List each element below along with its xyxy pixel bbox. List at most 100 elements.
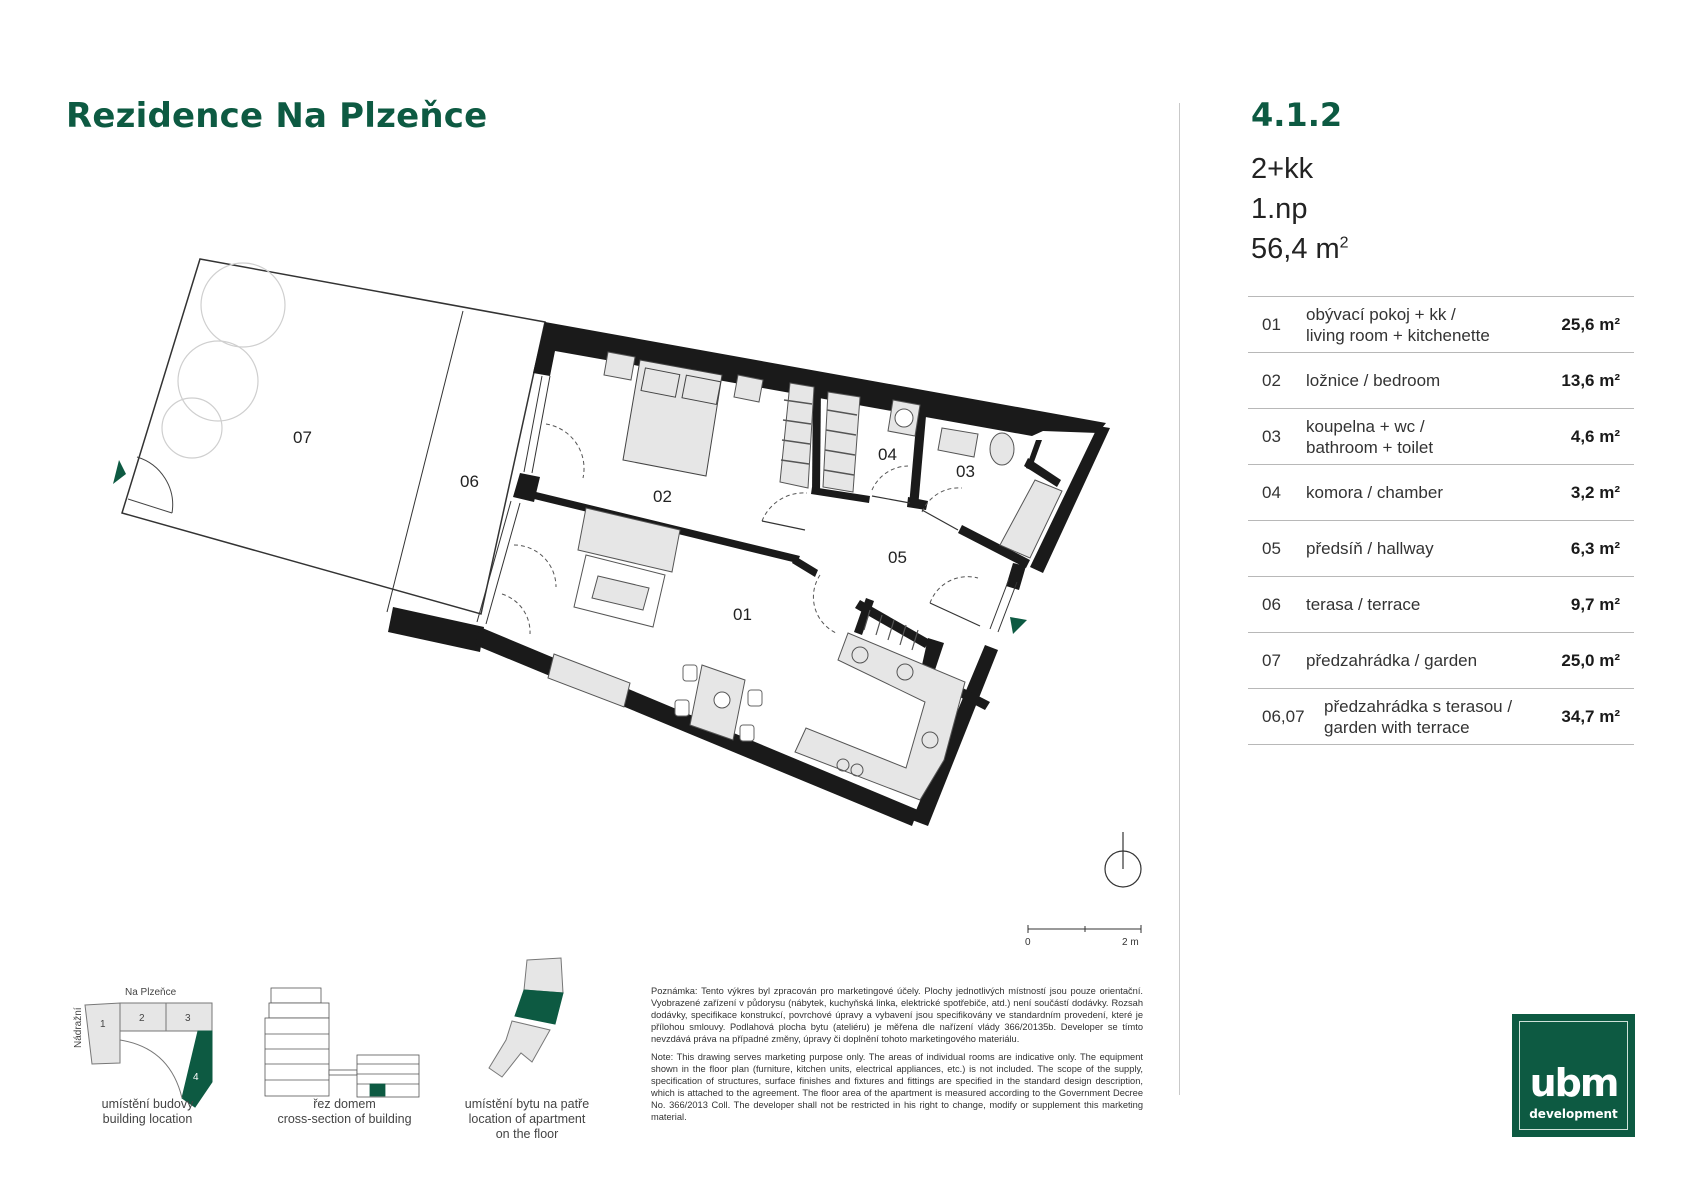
room-row-06: 06 terasa / terrace 9,7 m² [1248, 576, 1634, 632]
rug [573, 554, 666, 628]
room-row-06-07: 06,07 předzahrádka s terasou /garden wit… [1248, 688, 1634, 745]
nightstand [603, 351, 764, 403]
door-swing [501, 423, 979, 635]
scale-bar [1027, 925, 1142, 933]
block-label: 1 [100, 1019, 106, 1030]
room-table: 01 obývací pokoj + kk /living room + kit… [1248, 296, 1634, 745]
room-name: koupelna + wc /bathroom + toilet [1306, 416, 1525, 458]
room-name: terasa / terrace [1306, 595, 1421, 614]
logo-mark: ubm [1529, 1061, 1620, 1105]
floor-location-caption: umístění bytu na patře location of apart… [452, 1097, 602, 1142]
scale-label-end: 2 m [1122, 937, 1139, 948]
cross-section-diagram [264, 987, 420, 1098]
chair [674, 664, 763, 742]
bed [622, 359, 723, 477]
room-label-01: 01 [733, 605, 752, 624]
building-location-caption: umístění budovy building location [75, 1097, 220, 1127]
tree-icon [161, 262, 286, 459]
garden-gate [127, 456, 174, 514]
building-location-diagram [84, 1002, 213, 1108]
room-area: 9,7 m² [1570, 594, 1620, 614]
block-label: 3 [185, 1013, 191, 1024]
scale-label-start: 0 [1025, 937, 1031, 948]
logo-subtitle: development [1529, 1107, 1618, 1121]
tv-unit [547, 653, 631, 708]
room-name: ložnice / bedroom [1306, 371, 1441, 390]
room-row-04: 04 komora / chamber 3,2 m² [1248, 464, 1634, 520]
unit-area-value: 56,4 m [1251, 233, 1340, 265]
caption-en: location of apartment [468, 1112, 586, 1126]
door-leaf [761, 495, 981, 627]
bathroom-fixtures [937, 427, 1063, 559]
wardrobe [779, 382, 861, 493]
window [476, 375, 1018, 633]
room-number: 02 [1262, 370, 1281, 390]
washing-machine [887, 399, 921, 437]
room-name-en: garden with terrace [1324, 717, 1470, 737]
caption-en-2: on the floor [495, 1127, 559, 1141]
unit-id: 4.1.2 [1251, 96, 1343, 134]
cross-section-caption: řez domem cross-section of building [262, 1097, 427, 1127]
room-area: 6,3 m² [1570, 538, 1620, 558]
room-name: předzahrádka s terasou /garden with terr… [1324, 696, 1525, 738]
room-label-06: 06 [460, 472, 479, 491]
street-label-top: Na Plzeňce [125, 987, 177, 998]
caption-cz: umístění bytu na patře [464, 1097, 590, 1111]
garden-outline [121, 258, 546, 615]
room-number: 06 [1262, 594, 1281, 614]
unit-area: 56,4 m2 [1251, 233, 1349, 266]
caption-en: building location [102, 1112, 193, 1126]
sofa [577, 507, 681, 573]
room-area: 13,6 m² [1561, 370, 1620, 390]
room-row-05: 05 předsíň / hallway 6,3 m² [1248, 520, 1634, 576]
room-area: 3,2 m² [1570, 482, 1620, 502]
room-area: 25,0 m² [1561, 650, 1620, 670]
kitchen-storage [863, 609, 919, 651]
room-number: 03 [1262, 426, 1281, 446]
room-number: 07 [1262, 650, 1281, 670]
room-number: 06,07 [1262, 706, 1305, 726]
room-area: 34,7 m² [1561, 706, 1620, 726]
note-en: Note: This drawing serves marketing purp… [651, 1052, 1143, 1122]
room-name: komora / chamber [1306, 483, 1443, 502]
room-name: obývací pokoj + kk /living room + kitche… [1306, 304, 1525, 346]
north-compass-icon [1104, 832, 1142, 888]
unit-floor: 1.np [1251, 193, 1308, 225]
disclaimer-notes: Poznámka: Tento výkres byl zpracován pro… [651, 985, 1143, 1129]
room-label-05: 05 [888, 548, 907, 567]
room-name-cz: koupelna + wc / [1306, 416, 1425, 436]
street-label-left: Nádražní [73, 1007, 84, 1048]
note-cz: Poznámka: Tento výkres byl zpracován pro… [651, 986, 1143, 1044]
floor-location-diagram [488, 957, 564, 1078]
vertical-divider [1179, 103, 1180, 1095]
room-row-07: 07 předzahrádka / garden 25,0 m² [1248, 632, 1634, 688]
dining-table [689, 664, 746, 741]
logo-frame [1519, 1021, 1628, 1130]
room-name-cz: předzahrádka s terasou / [1324, 696, 1513, 716]
caption-cz: řez domem [313, 1097, 376, 1111]
room-label-04: 04 [878, 445, 897, 464]
room-name: předsíň / hallway [1306, 539, 1434, 558]
room-number: 05 [1262, 538, 1281, 558]
project-title: Rezidence Na Plzeňce [66, 96, 488, 136]
entrance-arrow-icon [1010, 617, 1027, 634]
room-number: 01 [1262, 314, 1281, 334]
room-name-en: bathroom + toilet [1306, 437, 1434, 457]
room-area: 4,6 m² [1570, 426, 1620, 446]
caption-cz: umístění budovy [101, 1097, 194, 1111]
room-row-03: 03 koupelna + wc /bathroom + toilet 4,6 … [1248, 408, 1634, 464]
caption-en: cross-section of building [277, 1112, 412, 1126]
unit-layout: 2+kk [1251, 153, 1314, 185]
room-number: 04 [1262, 482, 1281, 502]
kitchen-counter [794, 632, 966, 801]
room-row-02: 02 ložnice / bedroom 13,6 m² [1248, 352, 1634, 408]
room-name-cz: obývací pokoj + kk / [1306, 304, 1456, 324]
room-name: předzahrádka / garden [1306, 651, 1478, 670]
unit-area-sup: 2 [1339, 234, 1349, 252]
entrance-arrow-icon [113, 460, 126, 484]
room-row-01: 01 obývací pokoj + kk /living room + kit… [1248, 296, 1634, 352]
room-label-03: 03 [956, 462, 975, 481]
room-name-en: living room + kitchenette [1306, 325, 1490, 345]
wardrobe-hangers [780, 399, 858, 476]
